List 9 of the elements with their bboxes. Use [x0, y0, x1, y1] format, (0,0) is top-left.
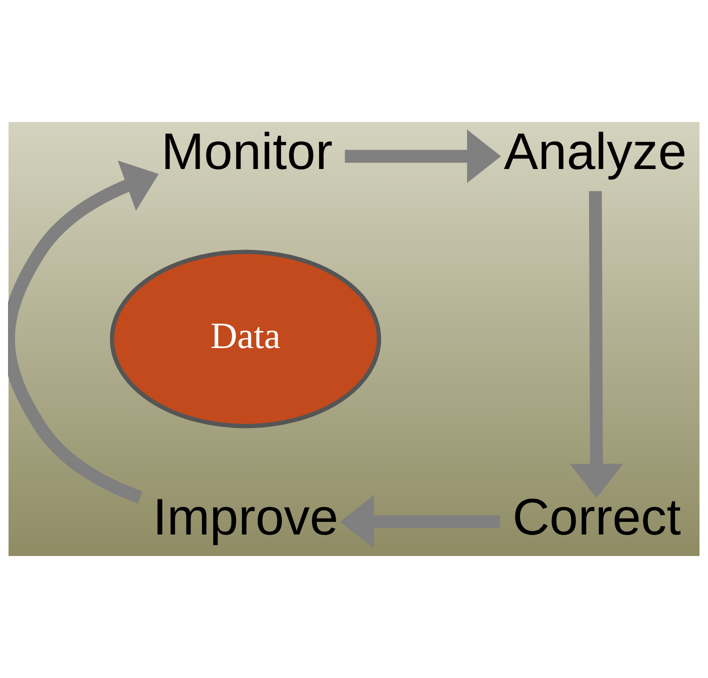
node-text: Analyze — [504, 122, 687, 180]
node-text: Correct — [512, 487, 681, 546]
arrow — [8, 160, 159, 504]
node-text: Improve — [152, 487, 338, 546]
arrow — [344, 130, 501, 183]
node-text: Monitor — [161, 122, 333, 180]
arrow — [570, 191, 624, 498]
node-ellipse: Data — [110, 250, 382, 428]
arrow — [340, 495, 500, 548]
